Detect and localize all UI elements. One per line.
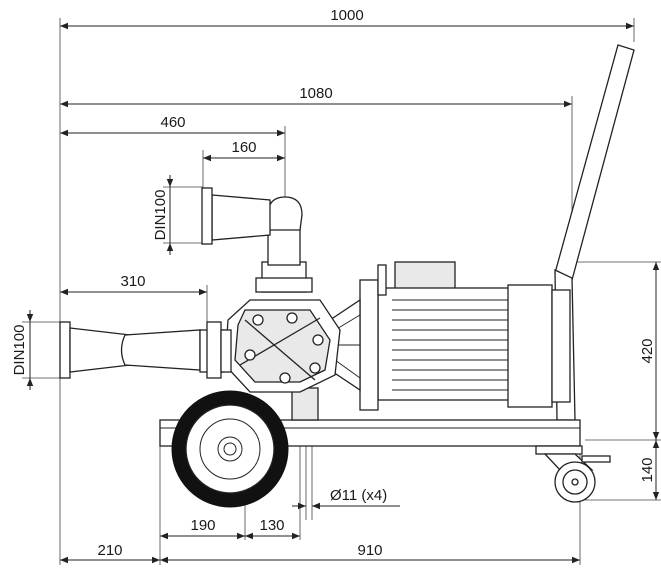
dim-wheel-left: 190 bbox=[190, 517, 215, 534]
dim-outlet-din: DIN100 bbox=[152, 190, 169, 241]
dim-outlet-flange: 160 bbox=[231, 139, 256, 156]
pump-assembly bbox=[59, 44, 635, 508]
dim-caster-height: 140 bbox=[639, 457, 656, 482]
pump-support bbox=[291, 387, 319, 421]
dim-inlet-offset: 310 bbox=[120, 273, 145, 290]
dim-inlet-din: DIN100 bbox=[11, 325, 28, 376]
outlet-pipe bbox=[201, 187, 313, 293]
dim-outlet-offset: 460 bbox=[160, 114, 185, 131]
caster-wheel bbox=[535, 445, 611, 503]
dim-overall-width: 1000 bbox=[330, 7, 363, 24]
main-wheel bbox=[171, 390, 289, 508]
dim-mount-hole: Ø11 (x4) bbox=[330, 487, 387, 504]
dimension-labels: 1000 1080 460 160 310 190 130 Ø11 (x4) 2… bbox=[11, 7, 656, 559]
dim-overall-length: 1080 bbox=[299, 85, 332, 102]
dim-base-length: 910 bbox=[357, 542, 382, 559]
pump-volute bbox=[224, 299, 341, 393]
dim-height: 420 bbox=[639, 338, 656, 363]
inlet-pipe bbox=[59, 321, 232, 379]
dim-front-overhang: 210 bbox=[97, 542, 122, 559]
dim-wheel-right: 130 bbox=[259, 517, 284, 534]
electric-motor bbox=[359, 261, 571, 411]
